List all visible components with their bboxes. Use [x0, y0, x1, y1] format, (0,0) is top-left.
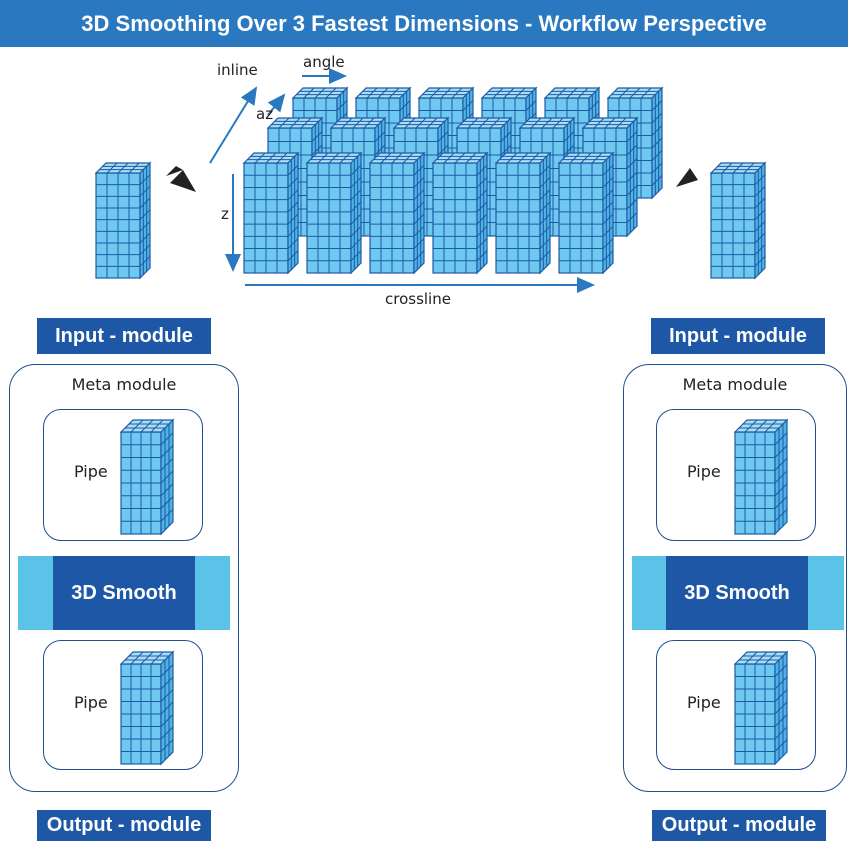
left-3d-smooth: 3D Smooth — [53, 556, 195, 630]
left-pipe-bottom: Pipe — [43, 640, 203, 770]
data-cube-block — [431, 151, 489, 275]
right-3d-smooth: 3D Smooth — [666, 556, 808, 630]
right-input-module: Input - module — [651, 318, 825, 354]
right-pipe-top-label: Pipe — [687, 462, 721, 481]
right-pipe-top: Pipe — [656, 409, 816, 541]
axis-label-angle: angle — [303, 53, 345, 71]
axis-label-z: z — [221, 205, 229, 223]
right-pipe-bottom: Pipe — [656, 640, 816, 770]
data-cube-block — [557, 151, 615, 275]
input-arrow-left — [166, 166, 196, 192]
right-meta-module-title: Meta module — [682, 375, 788, 394]
data-cube-block — [242, 151, 300, 275]
left-pipe-bottom-label: Pipe — [74, 693, 108, 712]
left-input-module: Input - module — [37, 318, 211, 354]
data-cube-block — [494, 151, 552, 275]
inline-axis-arrow — [209, 86, 258, 164]
input-arrow-right — [676, 168, 698, 187]
title-bar: 3D Smoothing Over 3 Fastest Dimensions -… — [0, 0, 848, 47]
axis-label-crossline: crossline — [385, 290, 451, 308]
data-cube-block — [305, 151, 363, 275]
axis-label-inline: inline — [217, 61, 258, 79]
input-data-column-right — [709, 161, 767, 280]
right-pipe-bottom-label: Pipe — [687, 693, 721, 712]
az-axis-arrow — [267, 93, 286, 116]
axis-label-az: az — [256, 105, 274, 123]
data-cube-block — [368, 151, 426, 275]
page-title: 3D Smoothing Over 3 Fastest Dimensions -… — [81, 10, 767, 36]
left-pipe-top: Pipe — [43, 409, 203, 541]
left-pipe-top-label: Pipe — [74, 462, 108, 481]
right-output-module: Output - module — [652, 810, 826, 841]
input-data-column-left — [94, 161, 152, 280]
left-meta-module-title: Meta module — [71, 375, 177, 394]
left-output-module: Output - module — [37, 810, 211, 841]
data-cube-group — [94, 86, 767, 280]
